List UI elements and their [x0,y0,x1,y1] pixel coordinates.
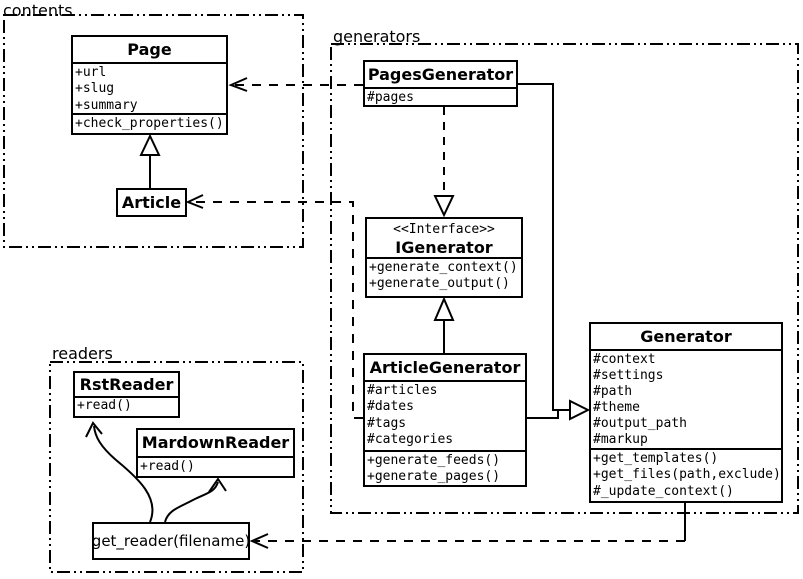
class-title-article: Article [121,193,182,212]
class-box-page: Page +url +slug +summary +check_properti… [71,35,228,135]
class-title-rstreader: RstReader [79,375,174,394]
attribute: #path [593,383,633,399]
methods-compartment: +read() [75,396,178,416]
class-box-article: Article [116,188,187,217]
method: +generate_feeds() [367,453,501,468]
class-box-articlegenerator: ArticleGenerator #articles #dates #tags … [363,353,527,487]
attribute: #output_path [593,415,687,431]
methods-compartment: +generate_feeds() +generate_pages() [365,450,525,485]
methods-compartment: +generate_context() +generate_output() [367,257,521,296]
method: +read() [77,398,132,413]
attribute: #settings [593,367,664,383]
generalization-articlegenerator-igenerator [433,296,455,353]
methods-compartment: +get_templates() +get_files(path,exclude… [591,448,781,501]
attribute: #theme [593,399,640,415]
package-frame-contents [3,14,304,248]
attribute: +summary [75,97,138,113]
class-title-block-igenerator: <<Interface>> IGenerator [367,219,521,257]
class-title-igenerator: IGenerator [395,238,493,257]
package-label-readers: readers [52,344,113,363]
class-box-generator: Generator #context #settings #path #them… [589,322,783,503]
attribute: #tags [367,415,407,431]
attribute: #dates [367,399,414,415]
attribute: #markup [593,431,648,447]
function-box-get-reader: get_reader(filename) [92,522,250,560]
attribute: #pages [367,90,414,105]
realization-pagesgenerator-igenerator [433,107,455,218]
class-title-mardownreader: MardownReader [141,433,290,452]
arrow-getreader-mardownreader [164,477,227,523]
attributes-compartment: +url +slug +summary [73,62,226,113]
attribute: +slug [75,81,115,97]
method: +check_properties() [75,116,224,131]
attributes-compartment: #context #settings #path #theme #output_… [591,349,781,448]
method: +get_templates() [593,451,719,466]
methods-compartment: +read() [138,456,293,476]
dependency-articlegenerator-article [185,194,363,419]
class-box-igenerator: <<Interface>> IGenerator +generate_conte… [365,217,523,298]
class-title-page: Page [127,40,172,59]
class-box-pagesgenerator: PagesGenerator #pages [363,60,518,107]
generalization-generators-generator [518,83,591,421]
method: +generate_context() [369,260,518,275]
package-frame-readers [49,361,304,573]
methods-compartment: +check_properties() [73,113,226,133]
method: +get_files(path,exclude) [593,467,781,483]
attribute: #context [593,352,656,367]
attribute: +url [75,65,107,80]
class-box-rstreader: RstReader +read() [73,371,180,418]
method: +read() [140,459,195,474]
generalization-article-page [139,133,161,188]
package-frame-generators [330,43,799,514]
method: #_update_context() [593,483,734,499]
arrow-getreader-rstreader [85,421,154,523]
package-label-generators: generators [333,27,421,46]
class-title-articlegenerator: ArticleGenerator [369,358,521,377]
dependency-pagesgenerator-page [228,77,363,92]
attributes-compartment: #articles #dates #tags #categories [365,380,525,450]
class-title-generator: Generator [640,327,732,346]
get-reader-label: get_reader(filename) [91,532,251,550]
stereotype-label: <<Interface>> [393,222,495,237]
method: +generate_output() [369,276,510,292]
class-title-pagesgenerator: PagesGenerator [367,65,514,84]
method: +generate_pages() [367,469,501,485]
dependency-generator-getreader [249,503,686,549]
attributes-compartment: #pages [365,87,516,105]
attribute: #categories [367,432,454,448]
class-box-mardownreader: MardownReader +read() [136,428,295,478]
package-label-contents: contents [3,1,73,20]
attribute: #articles [367,383,438,398]
